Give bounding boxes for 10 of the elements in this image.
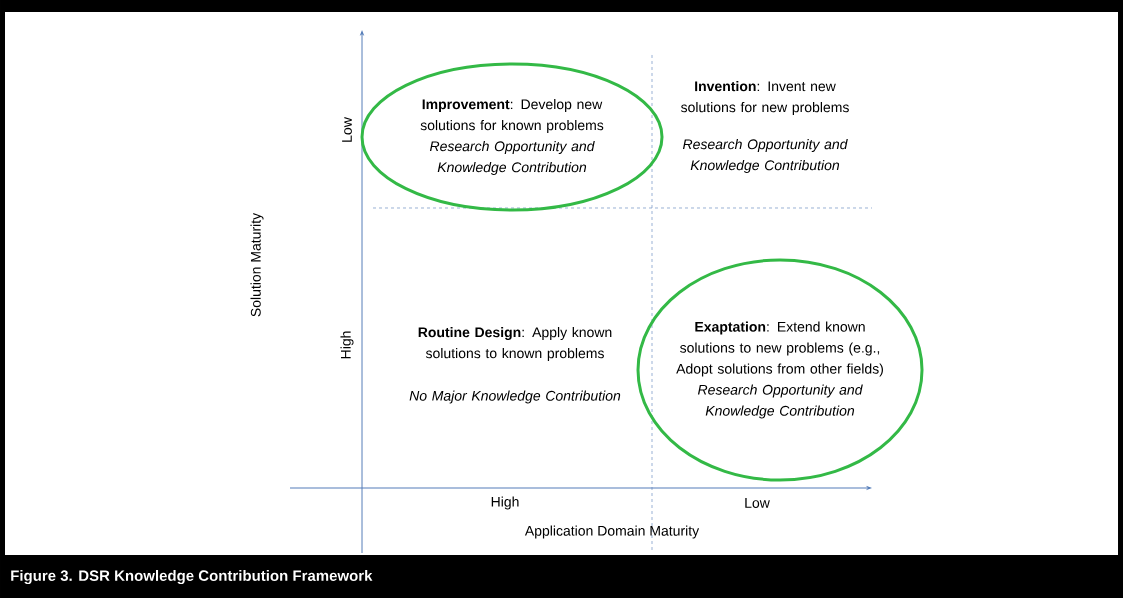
quadrant-text: Invention: Invent new solutions for new problems xyxy=(681,80,849,115)
quadrant-text: Research Opportunity and Knowledge Contribution xyxy=(682,138,848,173)
axis-tick-label: High xyxy=(340,331,354,359)
quadrant-text: Routine Design: Apply known solutions to known problems xyxy=(418,326,612,361)
figure-caption: Figure 3. DSR Knowledge Contribution Framework xyxy=(11,570,373,585)
axis-title: Application Domain Maturity xyxy=(524,525,700,539)
axis-tick-label: Low xyxy=(745,498,770,508)
axis-title: Solution Maturity xyxy=(250,212,264,317)
axis-tick-label: High xyxy=(491,496,519,510)
quadrant-text: No Major Knowledge Contribution xyxy=(409,390,621,404)
